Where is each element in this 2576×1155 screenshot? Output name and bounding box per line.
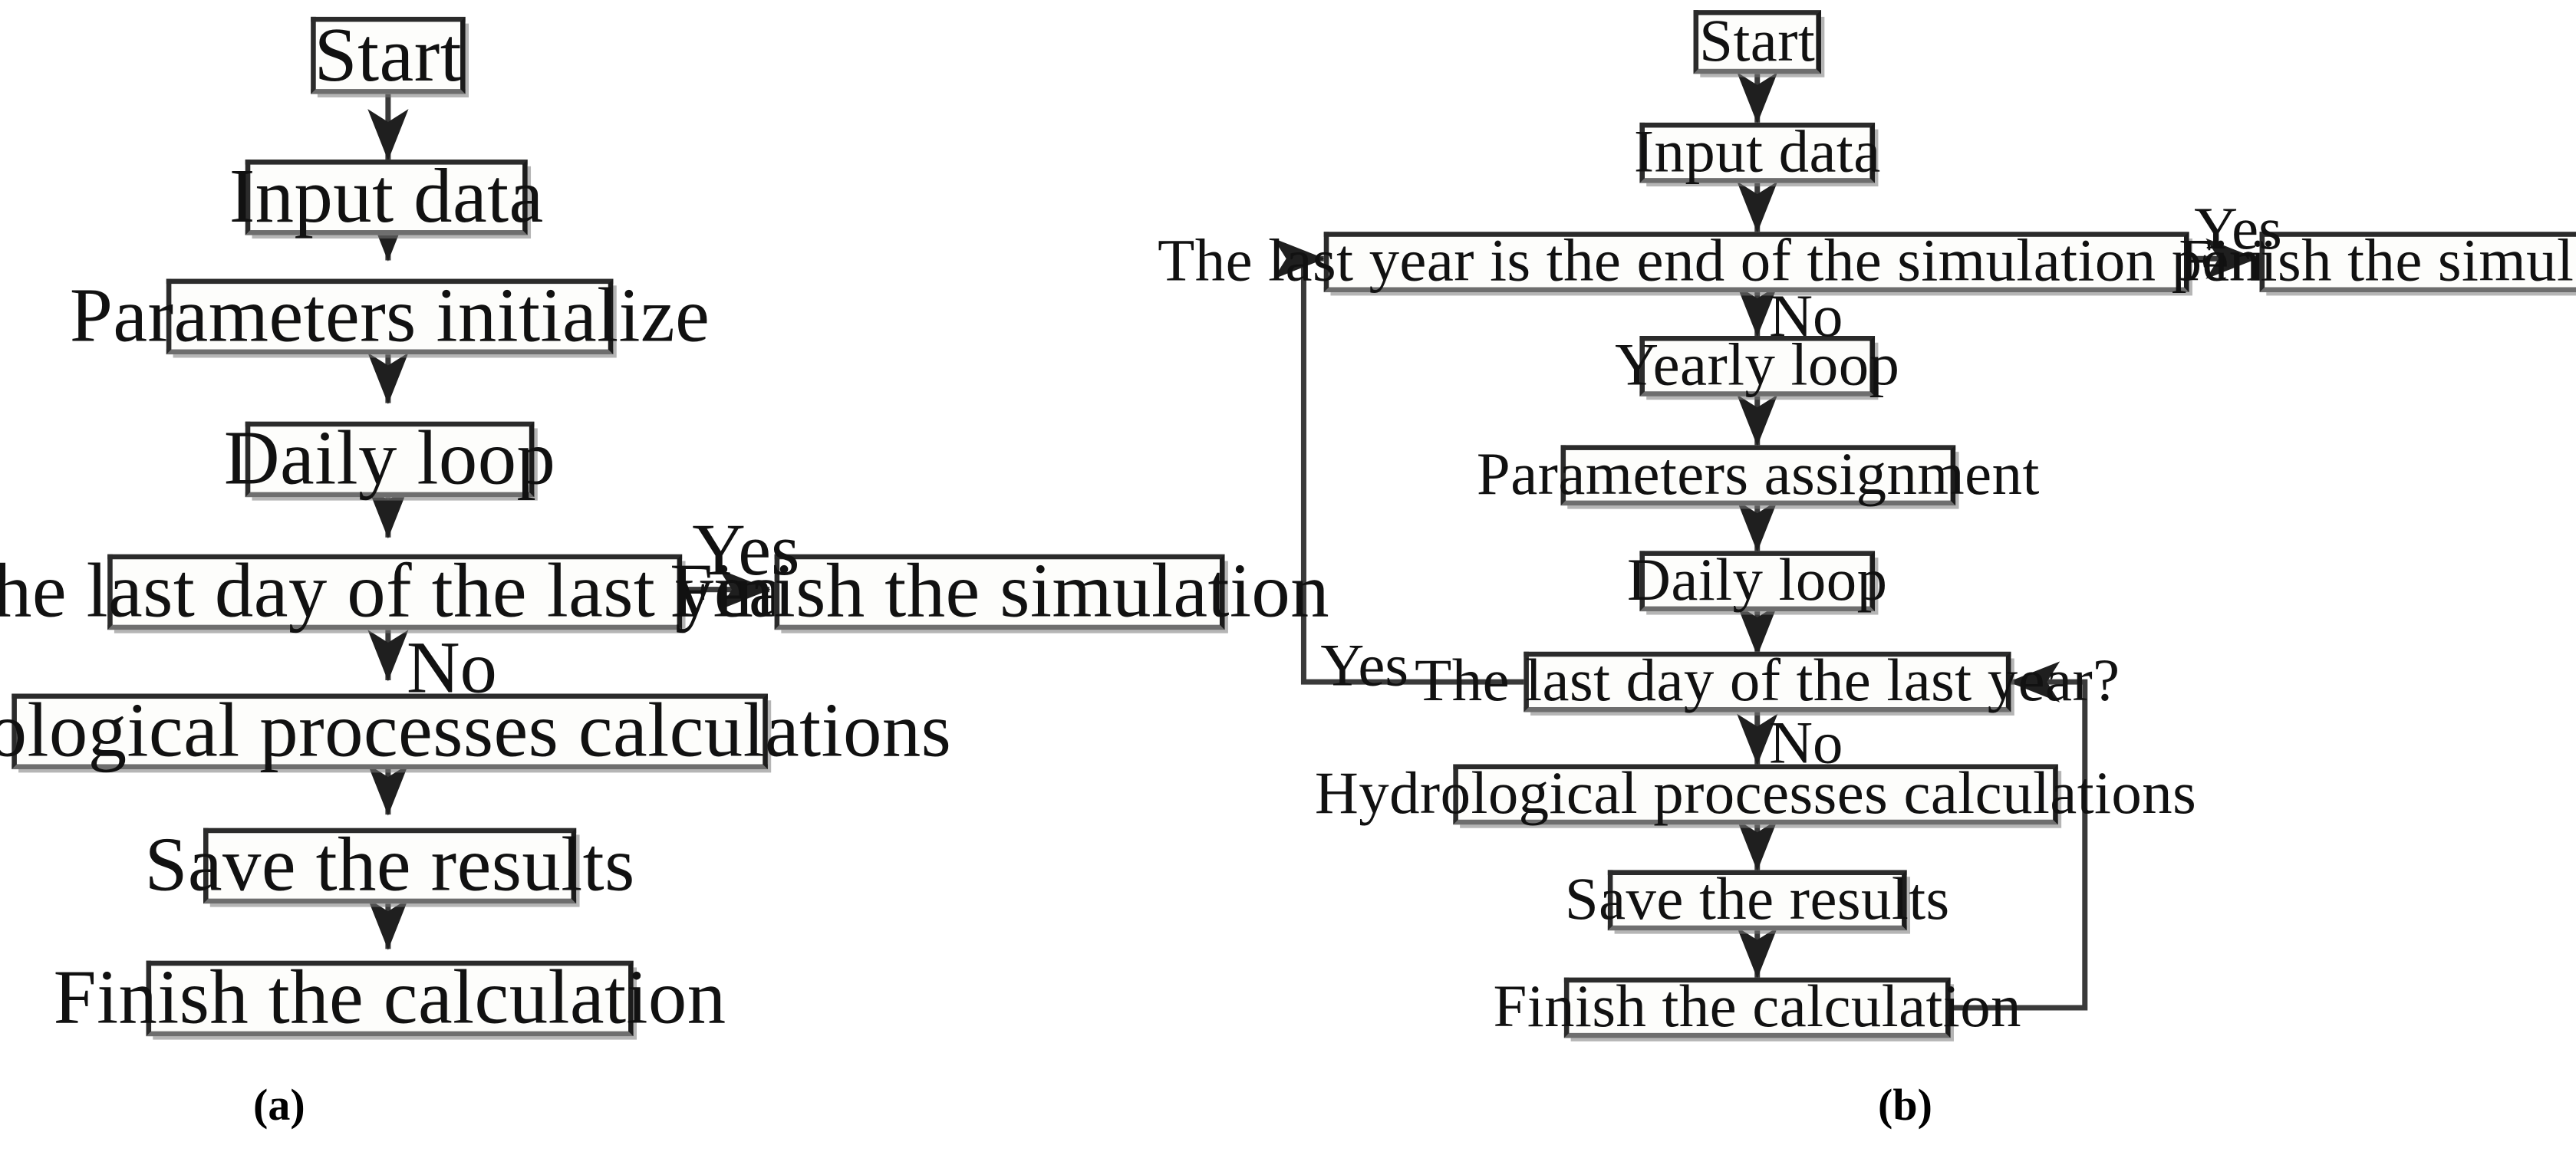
edge-label-b-no-day: No (1769, 709, 1843, 776)
node-a-input-data[interactable]: Input data (229, 153, 544, 239)
edge-label-a-yes: Yes (692, 508, 800, 591)
node-b-start[interactable]: Start (1693, 8, 1821, 74)
node-a-finish-simulation[interactable]: Finish the simulation (670, 548, 1330, 634)
node-a-save-results[interactable]: Save the results (144, 821, 635, 908)
node-b-save-results[interactable]: Save the results (1564, 865, 1950, 933)
caption-panel-a: (a) (253, 1080, 305, 1130)
node-a-daily-loop[interactable]: Daily loop (223, 415, 556, 502)
node-a-decision-last-day[interactable]: The last day of the last year? (0, 548, 845, 634)
node-b-hydrological-processes[interactable]: Hydrological processes calculations (1314, 759, 2197, 827)
node-b-finish-simulation[interactable]: Finish the simulation (2179, 229, 2576, 292)
node-a-finish-calculation[interactable]: Finish the calculation (53, 954, 726, 1041)
edge-label-b-yes-day: Yes (1320, 631, 1409, 699)
edge-label-b-yes-year: Yes (2194, 195, 2282, 262)
node-a-parameters-initialize[interactable]: Parameters initialize (69, 272, 710, 359)
node-b-parameters-assignment[interactable]: Parameters assignment (1476, 440, 2040, 508)
edge-label-a-no: No (406, 626, 497, 709)
node-b-decision-last-day[interactable]: The last day of the last year? (1415, 647, 2120, 714)
node-a-hydrological-processes[interactable]: Hydrological processes calculations (0, 689, 951, 771)
caption-panel-b: (b) (1878, 1080, 1932, 1130)
edge-b-loopback-finishcalc-to-daydecision (1950, 661, 2088, 1011)
node-b-finish-calculation[interactable]: Finish the calculation (1493, 972, 2021, 1040)
node-b-decision-last-year[interactable]: The last year is the end of the simulati… (1158, 226, 2356, 295)
node-b-input-data[interactable]: Input data (1633, 117, 1881, 186)
edge-b-loopback-yes-to-yeardecision (1273, 238, 1526, 685)
edge-label-b-no-year: No (1769, 281, 1843, 350)
node-b-daily-loop[interactable]: Daily loop (1627, 545, 1888, 614)
node-a-start[interactable]: Start (311, 14, 466, 95)
node-b-yearly-loop[interactable]: Yearly loop (1615, 331, 1900, 399)
